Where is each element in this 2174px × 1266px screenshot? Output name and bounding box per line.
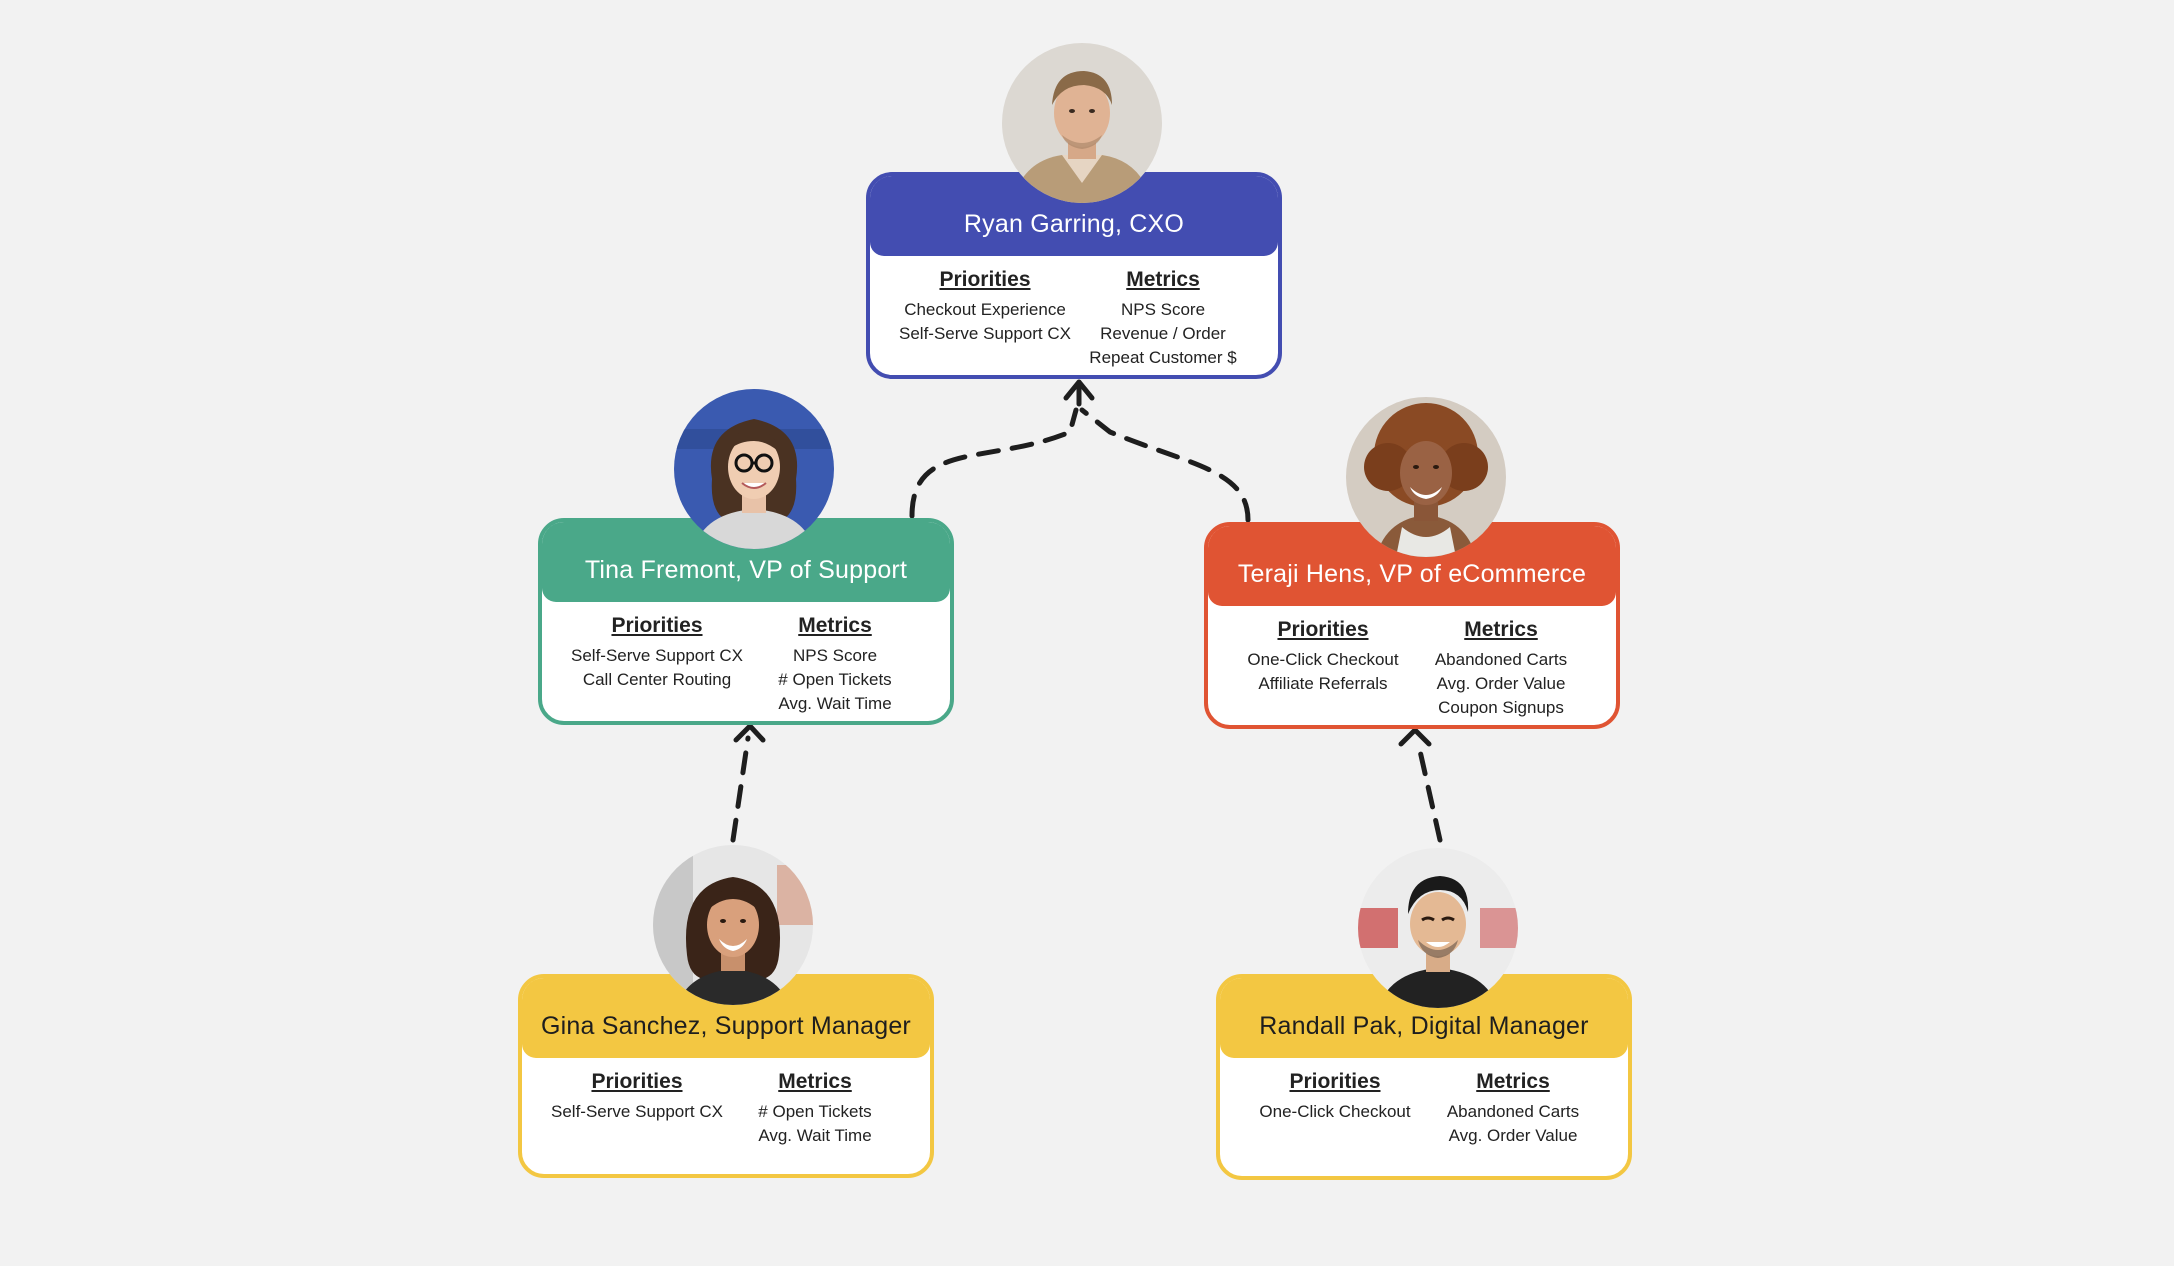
portrait-image bbox=[653, 845, 813, 1005]
metric-item: Avg. Order Value bbox=[1436, 674, 1566, 693]
metrics-column: Metrics Abandoned Carts Avg. Order Value bbox=[1424, 1070, 1602, 1148]
priority-item: Self-Serve Support CX bbox=[899, 324, 1071, 343]
priorities-heading: Priorities bbox=[1289, 1070, 1381, 1093]
person-name: Teraji Hens, VP of eCommerce bbox=[1237, 560, 1587, 588]
card-body: Priorities Checkout Experience Self-Serv… bbox=[870, 256, 1278, 370]
arrowhead-teraji bbox=[1398, 727, 1432, 747]
card-teraji-hens: Teraji Hens, VP of eCommerce Priorities … bbox=[1204, 522, 1620, 729]
priorities-column: Priorities One-Click Checkout bbox=[1246, 1070, 1424, 1148]
metric-item: Coupon Signups bbox=[1438, 698, 1564, 717]
person-name: Gina Sanchez, Support Manager bbox=[541, 1012, 911, 1040]
portrait-image bbox=[1002, 43, 1162, 203]
priority-item: Affiliate Referrals bbox=[1258, 674, 1388, 693]
metric-item: Avg. Order Value bbox=[1448, 1126, 1578, 1145]
priority-item: One-Click Checkout bbox=[1247, 650, 1399, 669]
avatar-randall-pak bbox=[1358, 848, 1518, 1008]
priority-item: Call Center Routing bbox=[582, 670, 732, 689]
priority-item: One-Click Checkout bbox=[1259, 1102, 1411, 1121]
card-body: Priorities Self-Serve Support CX Metrics… bbox=[522, 1058, 930, 1148]
connector-gina-to-tina bbox=[730, 735, 751, 843]
person-name: Tina Fremont, VP of Support bbox=[584, 556, 908, 584]
priorities-column: Priorities Self-Serve Support CX Call Ce… bbox=[568, 614, 746, 716]
priority-item: Self-Serve Support CX bbox=[551, 1102, 723, 1121]
avatar-ryan-garring bbox=[1002, 43, 1162, 203]
priorities-column: Priorities Checkout Experience Self-Serv… bbox=[896, 268, 1074, 370]
priorities-column: Priorities One-Click Checkout Affiliate … bbox=[1234, 618, 1412, 720]
priority-item: Self-Serve Support CX bbox=[571, 646, 743, 665]
card-randall-pak: Randall Pak, Digital Manager Priorities … bbox=[1216, 974, 1632, 1180]
person-name: Ryan Garring, CXO bbox=[963, 210, 1185, 238]
metric-item: Revenue / Order bbox=[1100, 324, 1226, 343]
metric-item: NPS Score bbox=[792, 646, 878, 665]
metric-item: Abandoned Carts bbox=[1446, 1102, 1580, 1121]
metrics-column: Metrics Abandoned Carts Avg. Order Value… bbox=[1412, 618, 1590, 720]
metrics-heading: Metrics bbox=[778, 1070, 852, 1093]
portrait-image bbox=[1346, 397, 1506, 557]
priorities-heading: Priorities bbox=[611, 614, 703, 637]
metrics-column: Metrics NPS Score Revenue / Order Repeat… bbox=[1074, 268, 1252, 370]
metric-item: # Open Tickets bbox=[758, 1102, 872, 1121]
connector-tina-to-ryan bbox=[909, 407, 1079, 519]
metric-item: # Open Tickets bbox=[778, 670, 892, 689]
priorities-column: Priorities Self-Serve Support CX bbox=[548, 1070, 726, 1148]
priorities-heading: Priorities bbox=[1277, 618, 1369, 641]
avatar-teraji-hens bbox=[1346, 397, 1506, 557]
priorities-heading: Priorities bbox=[939, 268, 1031, 291]
priority-item: Checkout Experience bbox=[904, 300, 1066, 319]
metrics-column: Metrics NPS Score # Open Tickets Avg. Wa… bbox=[746, 614, 924, 716]
card-tina-fremont: Tina Fremont, VP of Support Priorities S… bbox=[538, 518, 954, 725]
person-name: Randall Pak, Digital Manager bbox=[1259, 1012, 1589, 1040]
portrait-image bbox=[1358, 848, 1518, 1008]
metric-item: Avg. Wait Time bbox=[758, 1126, 872, 1145]
arrowhead-tina bbox=[733, 723, 766, 743]
metrics-heading: Metrics bbox=[1476, 1070, 1550, 1093]
connector-randall-to-teraji bbox=[1415, 739, 1443, 843]
card-body: Priorities Self-Serve Support CX Call Ce… bbox=[542, 602, 950, 716]
card-ryan-garring: Ryan Garring, CXO Priorities Checkout Ex… bbox=[866, 172, 1282, 379]
arrowhead-ryan bbox=[1063, 379, 1095, 407]
avatar-gina-sanchez bbox=[653, 845, 813, 1005]
avatar-tina-fremont bbox=[674, 389, 834, 549]
metrics-column: Metrics # Open Tickets Avg. Wait Time bbox=[726, 1070, 904, 1148]
metric-item: Abandoned Carts bbox=[1434, 650, 1568, 669]
metrics-heading: Metrics bbox=[1464, 618, 1538, 641]
card-body: Priorities One-Click Checkout Affiliate … bbox=[1208, 606, 1616, 720]
connector-teraji-to-ryan bbox=[1079, 407, 1251, 523]
priorities-heading: Priorities bbox=[591, 1070, 683, 1093]
card-body: Priorities One-Click Checkout Metrics Ab… bbox=[1220, 1058, 1628, 1148]
metric-item: Avg. Wait Time bbox=[778, 694, 892, 713]
metric-item: NPS Score bbox=[1120, 300, 1206, 319]
metric-item: Repeat Customer $ bbox=[1089, 348, 1237, 367]
metrics-heading: Metrics bbox=[1126, 268, 1200, 291]
metrics-heading: Metrics bbox=[798, 614, 872, 637]
portrait-image bbox=[674, 389, 834, 549]
